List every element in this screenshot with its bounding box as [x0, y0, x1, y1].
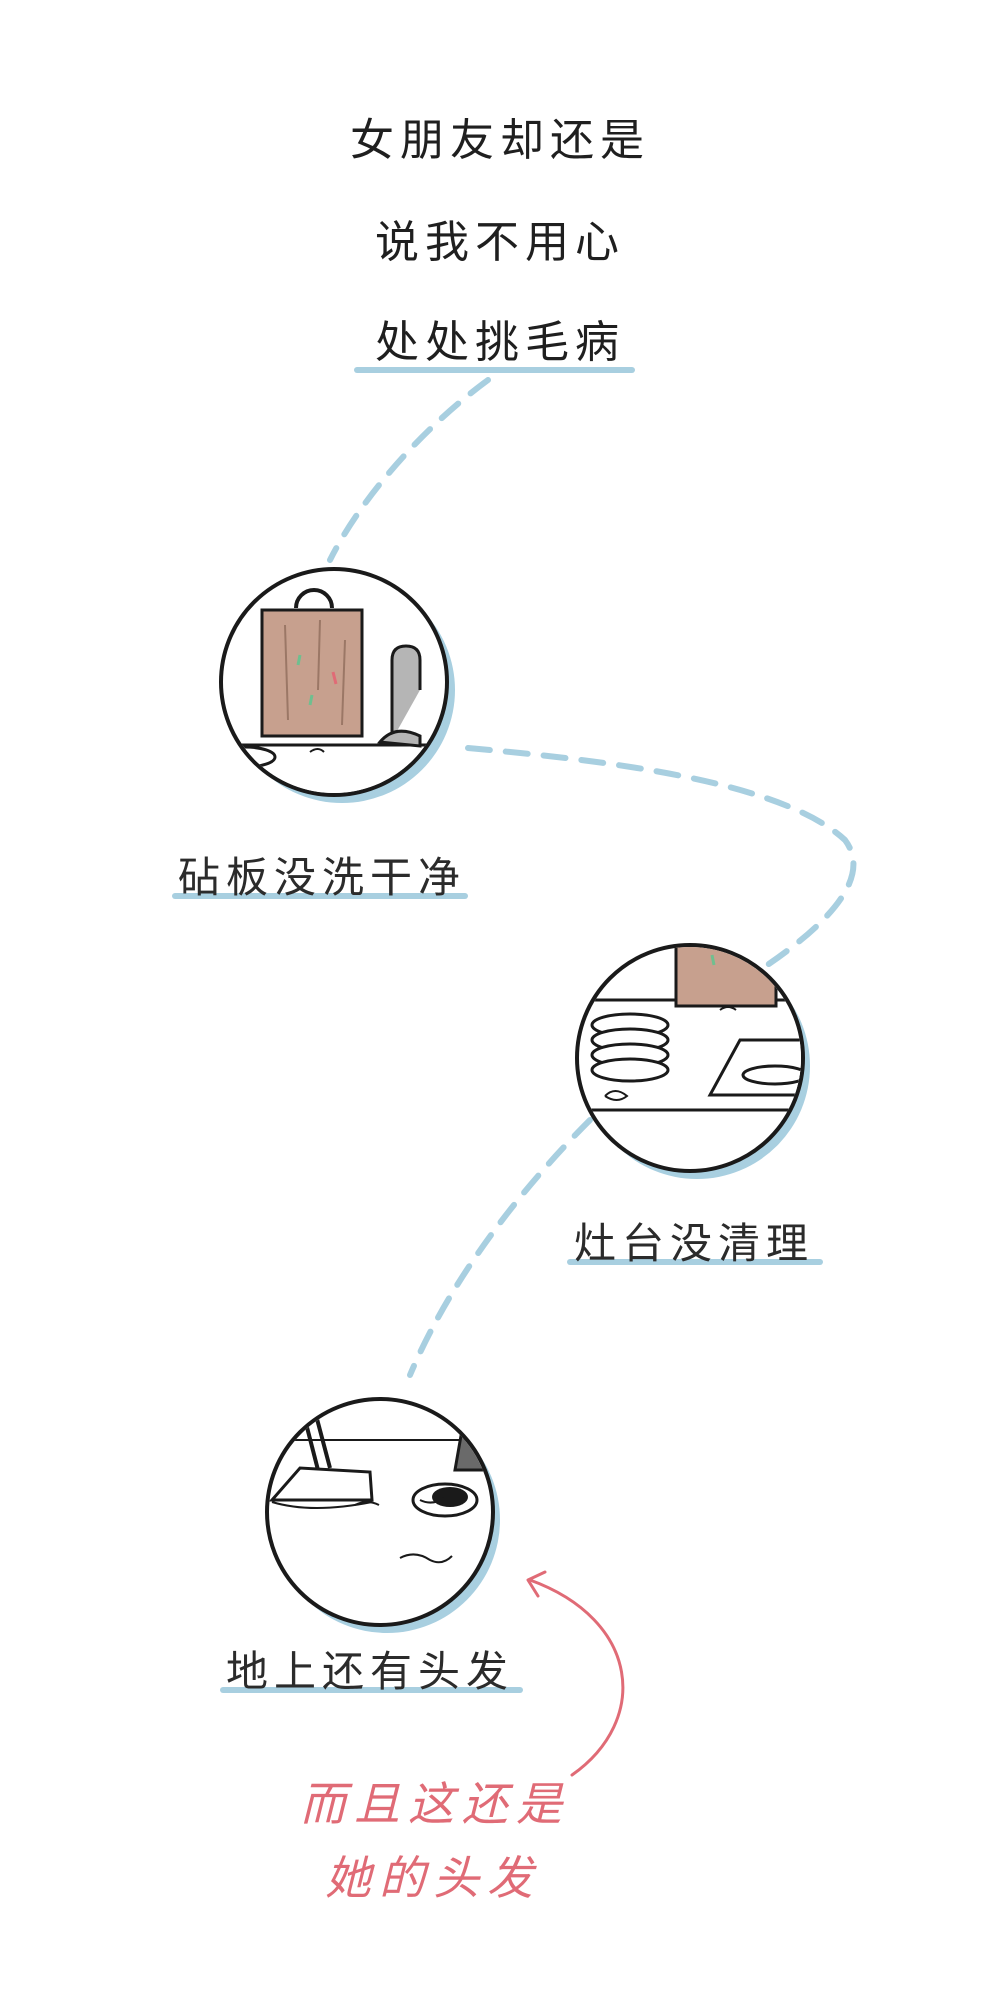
panel-label-cutting-board: 砧板没洗干净: [178, 853, 467, 902]
note-line-2: 她的头发: [325, 1851, 541, 1905]
dashed-connector-3: [407, 1117, 593, 1378]
pink-arrow: [528, 1578, 625, 1777]
panel-floor: [265, 1397, 500, 1633]
dashed-connector-1: [327, 377, 491, 563]
intro-line-1: 女朋友却还是: [350, 115, 650, 166]
panel-stove: [575, 943, 810, 1179]
panel-label-floor: 地上还有头发: [226, 1647, 515, 1696]
panel-cutting-board: [219, 567, 455, 803]
dashed-connector-2: [465, 745, 857, 973]
panel-label-stove: 灶台没清理: [574, 1219, 815, 1268]
pink-arrow-head: [526, 1570, 547, 1598]
intro-line-2: 说我不用心: [375, 217, 625, 268]
note-line-1: 而且这还是: [300, 1777, 570, 1831]
intro-line-3: 处处挑毛病: [375, 317, 625, 368]
